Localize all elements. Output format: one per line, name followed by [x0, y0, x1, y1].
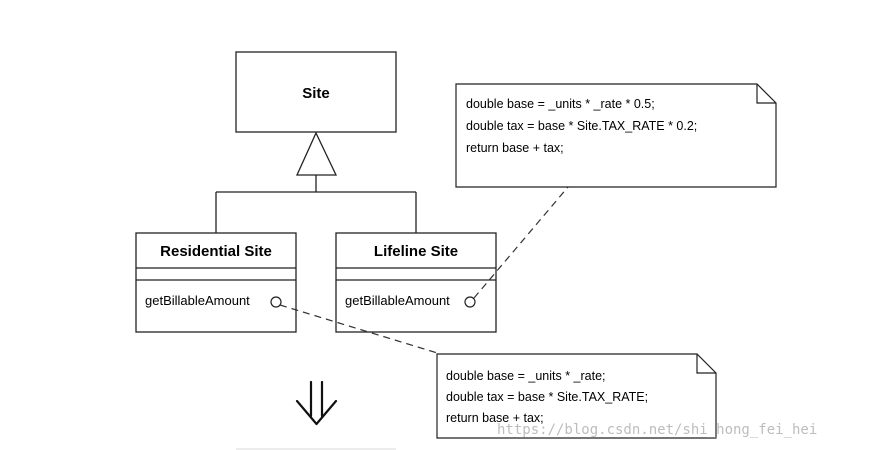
note-lifeline-line-3: return base + tax;: [466, 141, 564, 155]
double-down-arrow-icon: [295, 380, 338, 426]
note-residential-box: [436, 353, 717, 439]
class-lifeline-site-name: Lifeline Site: [374, 243, 458, 260]
note-lifeline-fold-icon: [756, 84, 776, 104]
note-lifeline-box: [455, 83, 777, 188]
class-residential-site-name: Residential Site: [160, 243, 272, 260]
class-lifeline-site: Lifeline Site getBillableAmount: [335, 232, 497, 333]
residential-note-anchor-icon: [270, 296, 282, 308]
lifeline-operation: getBillableAmount: [345, 293, 450, 308]
note-lifeline: double base = _units * _rate * 0.5; doub…: [455, 83, 777, 188]
generalization-connector: [215, 131, 417, 233]
residential-operation: getBillableAmount: [145, 293, 250, 308]
note-residential-line-3: return base + tax;: [446, 411, 544, 425]
class-lifeline-site-box: [335, 232, 497, 333]
residential-note-link: [279, 304, 445, 356]
note-residential-fold-icon: [696, 354, 716, 374]
class-site: Site: [235, 51, 397, 133]
inheritance-triangle-icon: [295, 131, 338, 176]
class-residential-site: Residential Site getBillableAmount: [135, 232, 297, 333]
lifeline-note-link: [473, 186, 569, 299]
note-lifeline-line-1: double base = _units * _rate * 0.5;: [466, 97, 655, 111]
note-residential: double base = _units * _rate; double tax…: [436, 353, 717, 439]
class-site-box: [235, 51, 397, 133]
note-residential-line-2: double tax = base * Site.TAX_RATE;: [446, 390, 648, 404]
note-lifeline-line-2: double tax = base * Site.TAX_RATE * 0.2;: [466, 119, 697, 133]
class-site-name: Site: [302, 85, 330, 102]
note-residential-line-1: double base = _units * _rate;: [446, 369, 606, 383]
class-residential-site-box: [135, 232, 297, 333]
lifeline-note-anchor-icon: [464, 296, 476, 308]
watermark-text: https://blog.csdn.net/shi_hong_fei_hei: [497, 422, 817, 438]
